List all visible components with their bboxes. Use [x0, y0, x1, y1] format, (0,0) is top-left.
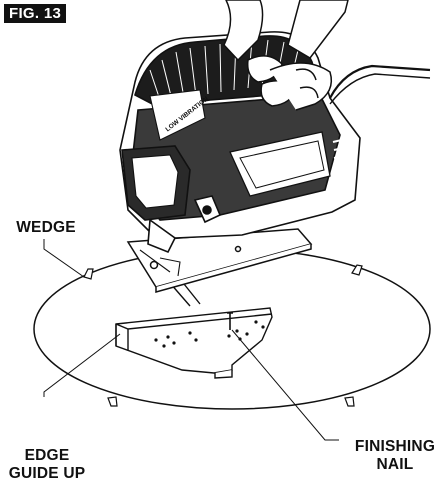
edge-guide-plate: [115, 307, 273, 374]
edge-guide-callout: EDGE GUIDE UP: [2, 447, 92, 483]
finishing-nail-leader: [231, 329, 339, 441]
wedge-label: WEDGE: [16, 219, 76, 236]
edge-guide: [115, 278, 273, 379]
edge-guide-leader: [43, 333, 121, 397]
wedge-markers: [83, 264, 363, 407]
finishing-nail-label-line2: NAIL: [376, 456, 414, 473]
finishing-nail-label-line1: FINISHING: [354, 438, 436, 455]
wedge: [107, 396, 118, 407]
wedge-leader: [43, 239, 85, 278]
edge-guide-label-line2: GUIDE UP: [8, 465, 86, 482]
wedge: [344, 396, 355, 407]
hand-illustration: [223, 0, 349, 111]
jigsaw-shoe: [126, 228, 313, 293]
finishing-nail-callout: FINISHING NAIL: [346, 438, 444, 474]
wedge: [83, 268, 94, 280]
edge-guide-label-line1: EDGE: [24, 447, 70, 464]
wedge: [351, 264, 363, 276]
power-cord: [329, 64, 431, 99]
callout-leaders: [43, 239, 339, 441]
finishing-nail: [227, 312, 233, 330]
figure-label: FIG. 13: [4, 4, 67, 23]
wedge-callout: WEDGE: [6, 219, 86, 237]
